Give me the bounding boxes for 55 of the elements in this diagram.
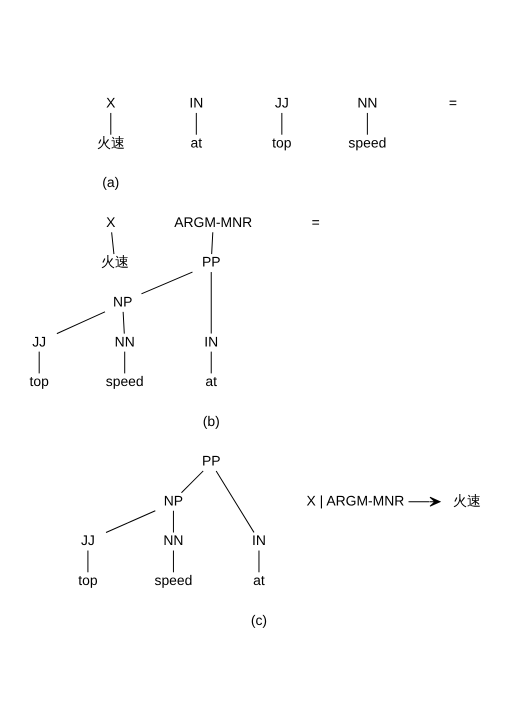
node-text: X — [106, 94, 116, 111]
connector — [210, 351, 212, 374]
node-text: ARGM-MNR — [174, 214, 252, 230]
connector — [124, 351, 126, 374]
node-text: top — [272, 134, 292, 150]
node-text: JJ — [80, 532, 95, 548]
node-text: IN — [252, 532, 266, 548]
connector — [56, 311, 106, 334]
node-text: NP — [164, 492, 184, 508]
connector — [172, 550, 174, 573]
connector — [366, 112, 368, 136]
connector — [38, 351, 40, 374]
label: (c) — [250, 612, 268, 628]
connector — [211, 232, 214, 255]
label: (b) — [202, 412, 220, 429]
connector — [196, 112, 197, 136]
node-text: 火速 — [96, 134, 125, 150]
connector — [87, 550, 88, 573]
node-text: NP — [113, 294, 132, 310]
label: = — [312, 214, 320, 230]
arrow — [408, 496, 440, 507]
connector — [281, 112, 282, 136]
node-text: 火速 — [452, 492, 481, 508]
node-text: at — [205, 373, 218, 390]
connector — [140, 272, 193, 294]
connector — [210, 272, 212, 334]
node-text: speed — [348, 134, 386, 150]
node-text: top — [30, 373, 49, 390]
label: (a) — [102, 174, 120, 190]
node-text: at — [190, 134, 202, 150]
connector — [258, 550, 260, 573]
connector — [110, 112, 112, 136]
connector — [216, 470, 254, 533]
node-text: NN — [114, 333, 135, 350]
node-text: speed — [154, 572, 192, 588]
node-text: X | ARGM-MNR — [306, 492, 404, 508]
node-text: X — [106, 214, 116, 230]
label: = — [448, 94, 457, 111]
node-text: IN — [189, 94, 204, 111]
connector — [122, 311, 125, 334]
node-text: IN — [204, 333, 218, 350]
node-text: 火速 — [100, 254, 129, 270]
node-text: PP — [202, 452, 221, 469]
connector — [180, 470, 204, 494]
connector — [106, 510, 156, 533]
node-text: JJ — [274, 94, 289, 111]
node-text: speed — [106, 373, 144, 390]
node-text: at — [253, 572, 265, 588]
node-text: top — [78, 572, 98, 588]
connector — [172, 510, 174, 533]
node-text: NN — [357, 94, 378, 111]
node-text: NN — [163, 532, 184, 548]
node-text: PP — [202, 254, 221, 270]
connector — [111, 232, 114, 255]
node-text: JJ — [32, 333, 46, 350]
